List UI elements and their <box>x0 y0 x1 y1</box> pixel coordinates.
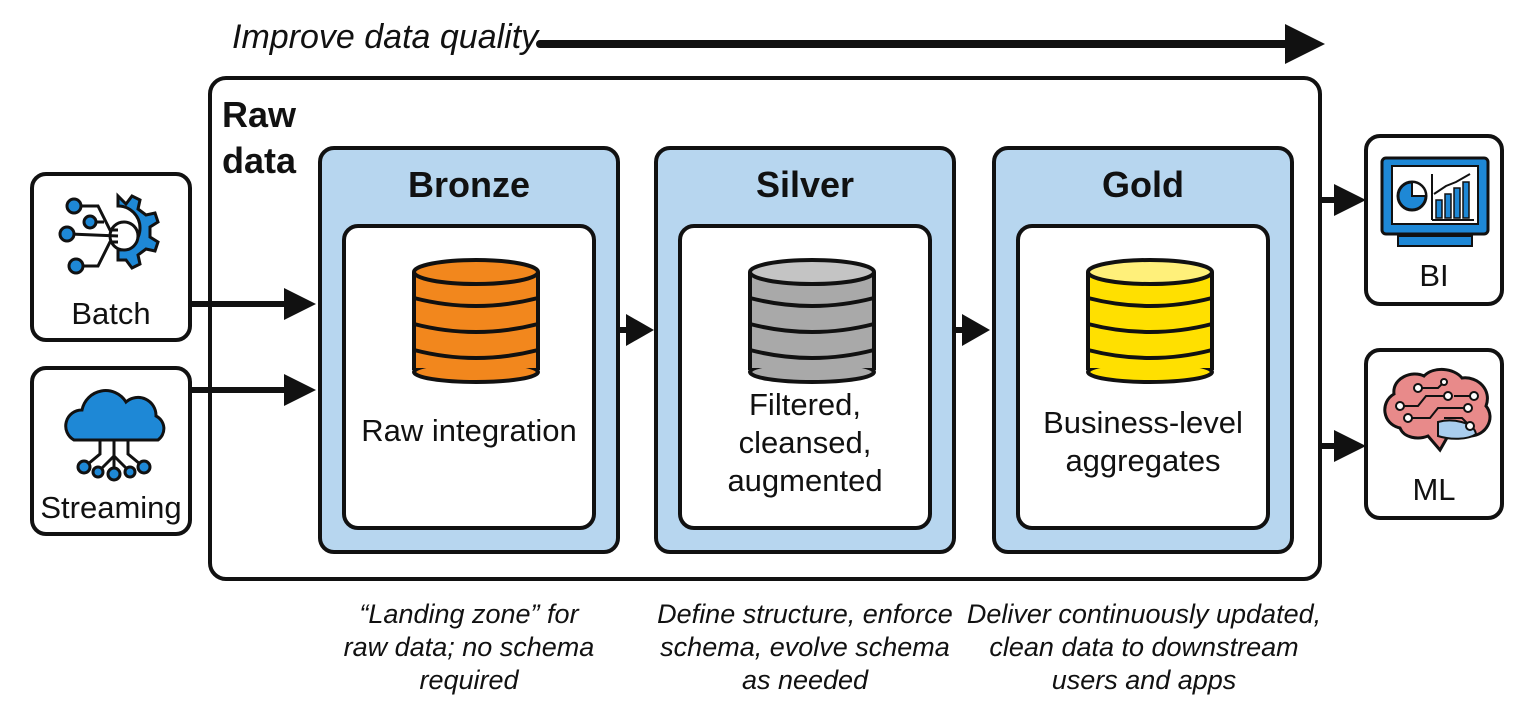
batch-gear-network-icon <box>58 192 160 275</box>
bronze-title: Bronze <box>407 164 530 205</box>
silver-description-line: Filtered, <box>749 387 861 422</box>
gold-caption-line: Deliver continuously updated, <box>966 599 1322 629</box>
streaming-label: Streaming <box>40 490 182 525</box>
quality-arrow <box>536 24 1325 64</box>
silver-description: Filtered, cleansed, augmented <box>682 386 928 500</box>
cloud-network-icon <box>64 389 166 482</box>
bronze-caption-line: required <box>419 665 519 695</box>
silver-title: Silver <box>755 164 855 205</box>
gold-description-line: aggregates <box>1065 443 1221 478</box>
bronze-description-line: Raw integration <box>361 413 577 448</box>
gold-caption-line: users and apps <box>1051 665 1237 695</box>
gold-caption: Deliver continuously updated, clean data… <box>962 598 1326 697</box>
gold-stage: Gold Business-level aggregates <box>992 146 1294 554</box>
raw-data-title-line2: data <box>222 140 297 181</box>
raw-data-title: Raw data <box>222 92 296 184</box>
silver-database-icon <box>748 258 876 384</box>
silver-caption-line: Define structure, enforce <box>657 599 953 629</box>
gold-inner-panel: Business-level aggregates <box>1016 224 1270 530</box>
silver-to-gold-arrow <box>956 314 990 346</box>
silver-caption-line: as needed <box>741 665 869 695</box>
streaming-to-bronze-arrow <box>192 374 316 406</box>
improve-quality-label: Improve data quality <box>232 18 539 56</box>
silver-caption: Define structure, enforce schema, evolve… <box>640 598 970 697</box>
bronze-to-silver-arrow <box>620 314 654 346</box>
ml-output-box: ML <box>1364 348 1504 520</box>
bronze-caption-line: “Landing zone” for <box>359 599 579 629</box>
bi-output-box: BI <box>1364 134 1504 306</box>
raw-data-title-line1: Raw <box>222 94 297 135</box>
gold-title: Gold <box>1102 164 1184 205</box>
streaming-source-box: Streaming <box>30 366 192 536</box>
batch-source-box: Batch <box>30 172 192 342</box>
bronze-caption-line: raw data; no schema <box>343 632 595 662</box>
to-ml-arrow <box>1322 430 1366 462</box>
gold-description-line: Business-level <box>1043 405 1243 440</box>
batch-to-bronze-arrow <box>192 288 316 320</box>
silver-description-line: augmented <box>727 463 883 498</box>
bronze-database-icon <box>412 258 540 384</box>
raw-data-container <box>208 76 1322 581</box>
silver-inner-panel: Filtered, cleansed, augmented <box>678 224 932 530</box>
silver-description-line: cleansed, <box>738 425 872 460</box>
to-bi-arrow <box>1322 184 1366 216</box>
gold-description: Business-level aggregates <box>1020 404 1266 480</box>
ml-label: ML <box>1412 472 1456 507</box>
bronze-inner-panel: Raw integration <box>342 224 596 530</box>
bronze-caption: “Landing zone” for raw data; no schema r… <box>318 598 620 697</box>
dashboard-monitor-icon <box>1380 156 1490 247</box>
bronze-description: Raw integration <box>346 412 592 450</box>
gold-caption-line: clean data to downstream <box>989 632 1299 662</box>
gold-database-icon <box>1086 258 1214 384</box>
silver-stage: Silver Filtered, cleansed, augmented <box>654 146 956 554</box>
bi-label: BI <box>1419 258 1449 293</box>
brain-circuit-icon <box>1383 368 1492 453</box>
batch-label: Batch <box>71 296 151 331</box>
silver-caption-line: schema, evolve schema <box>660 632 950 662</box>
bronze-stage: Bronze Raw integration <box>318 146 620 554</box>
